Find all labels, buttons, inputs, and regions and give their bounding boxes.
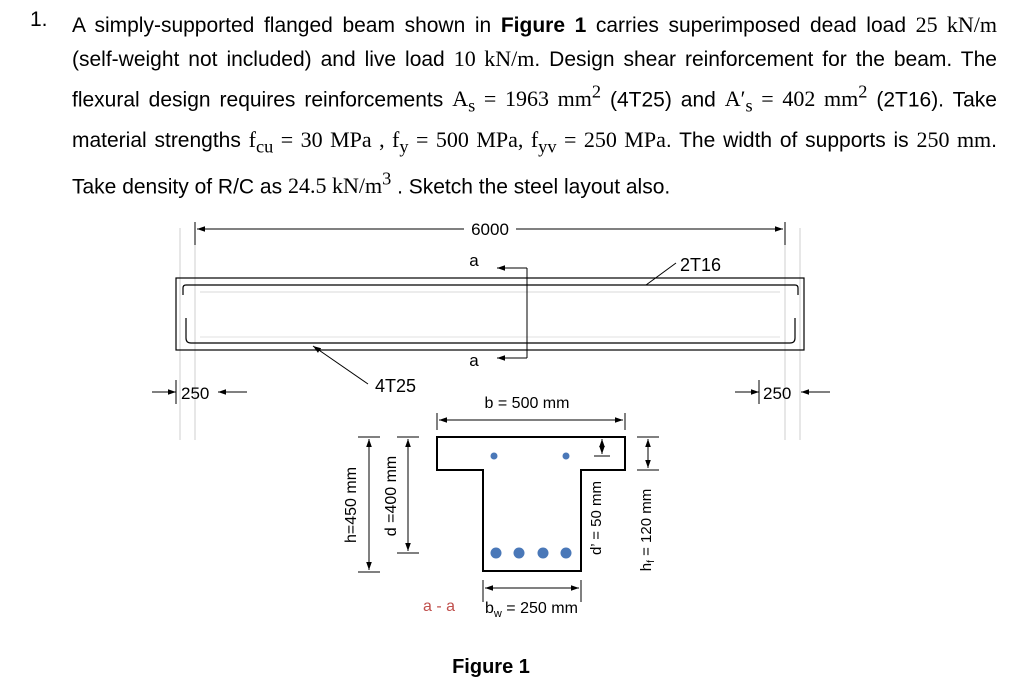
- cover-label: d’ = 50 mm: [588, 481, 605, 555]
- span-dimension: 6000: [194, 220, 786, 245]
- asp-symbol: A′: [724, 86, 746, 112]
- rebar-dots: [490, 452, 572, 559]
- t-section-outline: [436, 436, 626, 572]
- fcu-expression: fcu = 30 MPa ,: [248, 126, 393, 156]
- asp-value: = 402 mm: [752, 86, 859, 112]
- bottom-bar-label: 4T25: [375, 376, 416, 396]
- beam-outline: [175, 277, 805, 351]
- flange-width-dimension: b = 500 mm: [436, 395, 626, 430]
- text-part: . Take density of R/C as: [72, 128, 998, 199]
- density-exponent: 3: [382, 169, 392, 190]
- text-part: (2T16). Take material strengths: [72, 88, 997, 152]
- beam-elevation: [175, 277, 805, 351]
- text-part: (4T25) and: [600, 88, 725, 112]
- section-label: a - a: [423, 598, 455, 615]
- density-value: 24.5 kN/m: [287, 173, 383, 199]
- fy-symbol: f: [392, 126, 400, 152]
- density-expression: 24.5 kN/m3: [287, 169, 391, 199]
- text-part: (self-weight not included) and live load: [72, 48, 454, 71]
- bottom-rebar: [513, 547, 525, 559]
- left-support-dimension: 250: [152, 380, 247, 404]
- text-part: . Sketch the steel layout also.: [391, 175, 671, 199]
- as-symbol: A: [452, 86, 469, 112]
- text-part: carries superimposed dead load: [586, 14, 916, 37]
- flange-width-label: b = 500 mm: [485, 395, 570, 412]
- as-expression: As = 1963 mm2: [452, 82, 601, 116]
- fyv-symbol: f: [530, 126, 539, 152]
- fcu-subscript: cu: [255, 136, 274, 157]
- effective-depth-dimension: d =400 mm: [383, 436, 419, 554]
- span-label: 6000: [471, 220, 509, 239]
- bottom-bar-line: [185, 318, 796, 344]
- asp-expression: A′s = 402 mm2: [724, 82, 868, 116]
- figure-caption: Figure 1: [452, 656, 530, 678]
- asp-exponent: 2: [858, 82, 868, 102]
- height-label: h=450 mm: [343, 467, 360, 543]
- height-dimension: h=450 mm: [343, 436, 380, 573]
- fy-expression: fy = 500 MPa,: [392, 126, 531, 156]
- support-width-value: 250 mm: [916, 126, 992, 152]
- top-bar-leader: 2T16: [645, 255, 721, 286]
- flange-thickness-value: = 120 mm: [638, 489, 655, 560]
- right-support-dimension: 250: [735, 380, 830, 404]
- as-exponent: 2: [591, 82, 601, 102]
- top-bar-label: 2T16: [680, 255, 721, 275]
- asp-subscript: s: [745, 95, 753, 116]
- web-width-dimension: bw = 250 mm: [482, 580, 582, 620]
- flange-thickness-symbol: h: [638, 563, 655, 571]
- top-bar-line: [182, 284, 799, 295]
- fyv-value: = 250 MPa: [556, 126, 666, 152]
- live-load-value: 10 kN/m: [453, 46, 535, 71]
- fyv-subscript: yv: [538, 136, 557, 157]
- fcu-symbol: f: [248, 126, 256, 152]
- bottom-bar-leader: 4T25: [312, 345, 416, 396]
- fy-value: = 500 MPa,: [408, 126, 531, 152]
- extension-guides: [179, 228, 801, 440]
- text-part: A simply-supported flanged beam shown in: [72, 14, 501, 37]
- web-width-subscript: w: [493, 608, 502, 620]
- as-value: = 1963 mm: [475, 86, 592, 112]
- effective-depth-label: d =400 mm: [383, 456, 400, 536]
- web-width-value: = 250 mm: [502, 600, 578, 617]
- text-part: . Design shear reinforcement for the bea…: [72, 48, 997, 112]
- flange-thickness-dimension: hf = 120 mm: [637, 436, 659, 571]
- cover-dimension: d’ = 50 mm: [588, 436, 610, 555]
- text-part: . The width of supports is: [665, 128, 917, 152]
- fcu-value: = 30 MPa ,: [273, 126, 393, 152]
- problem-text: A simply-supported flanged beam shown in…: [72, 8, 997, 203]
- problem-number: 1.: [30, 8, 48, 31]
- fyv-expression: fyv = 250 MPa: [530, 126, 666, 156]
- fy-subscript: y: [399, 136, 409, 157]
- figure-reference: Figure 1: [500, 14, 587, 37]
- flange-thickness-subscript: f: [646, 560, 657, 563]
- section-mark-top: a: [469, 251, 479, 270]
- t-section: [436, 436, 626, 572]
- web-width-label: bw = 250 mm: [485, 600, 578, 620]
- section-cut-marker: a a: [469, 251, 528, 370]
- flange-thickness-label: hf = 120 mm: [638, 489, 657, 571]
- top-rebar: [490, 452, 498, 460]
- as-subscript: s: [468, 95, 476, 116]
- top-rebar: [562, 452, 570, 460]
- right-support-label: 250: [763, 384, 791, 403]
- dead-load-value: 25 kN/m: [915, 12, 998, 37]
- bottom-rebar: [560, 547, 572, 559]
- web-width-symbol: b: [485, 600, 494, 617]
- bottom-rebar: [537, 547, 549, 559]
- left-support-label: 250: [181, 384, 209, 403]
- bottom-rebar: [490, 547, 502, 559]
- section-mark-bottom: a: [469, 351, 479, 370]
